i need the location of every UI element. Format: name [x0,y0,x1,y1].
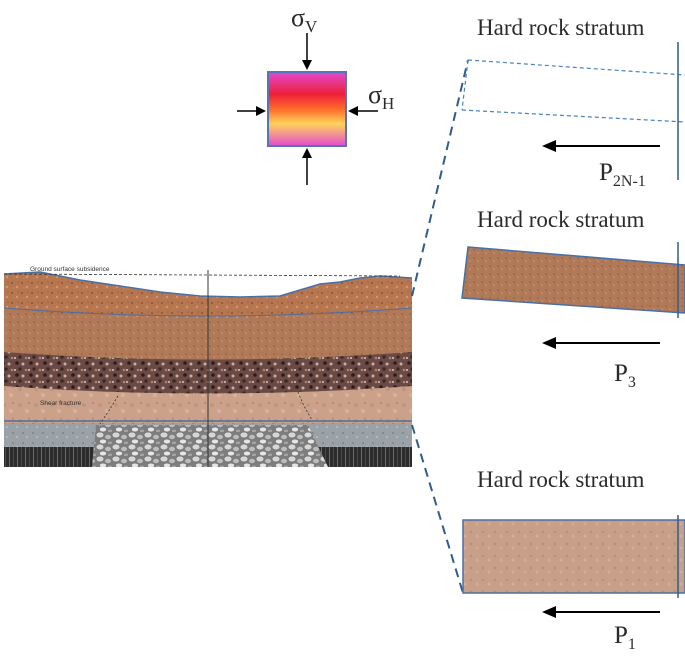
stratum-block-middle [461,246,685,314]
shear-fracture-label: Shear fracture [40,400,82,407]
connector-bottom [411,424,464,594]
sigma-v-label: σV [291,3,318,36]
ground-surface-label: Ground surface subsidence [30,266,110,273]
stratum-panel-bottom: Hard rock stratum P1 [462,467,685,653]
caved-rubble [92,425,328,467]
stratum-block-bottom [462,519,685,594]
force-arrow-top [542,140,660,152]
shear-fracture-left [99,395,119,425]
sigma-h-right-arrow [348,106,378,116]
topsoil-layer [4,272,412,318]
sigma-v-arrow [302,33,312,70]
stress-element: σV σH [237,3,394,185]
sigma-v-bottom-arrow [302,148,312,185]
stratum-panel-top: Hard rock stratum P2N-1 [461,15,685,190]
stratum-label-middle: Hard rock stratum [477,207,644,232]
stress-cube [267,71,347,147]
shear-fracture-right [297,391,313,421]
sigma-h-label: σH [368,80,394,113]
stratum-label-top: Hard rock stratum [477,15,644,40]
sigma-h-left-arrow [237,106,266,116]
force-arrow-bottom [542,606,660,618]
force-label-middle: P3 [614,360,636,391]
force-label-bottom: P1 [614,622,636,653]
force-arrow-middle [542,337,660,349]
ground-surface-line [3,273,401,277]
stratum-block-outline-dashed [461,59,685,123]
stratum-label-bottom: Hard rock stratum [477,467,644,492]
connector-top [411,59,469,297]
force-label-top: P2N-1 [599,159,646,190]
strata-cross-section [4,270,412,467]
topsoil-outline [4,271,412,298]
stratum-panel-middle: Hard rock stratum P3 [461,207,685,391]
